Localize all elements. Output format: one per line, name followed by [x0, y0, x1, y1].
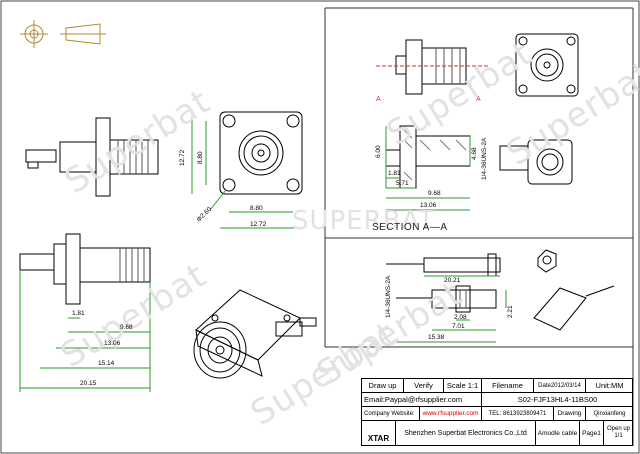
scale-cell: Scale 1:1 — [444, 379, 482, 392]
open-up-cell: Open up 1/1 — [604, 421, 633, 445]
dim-front-height-outer: 12.72 — [179, 149, 186, 166]
website-label-cell: Company Website: — [362, 407, 420, 420]
dim-front-width-inner: 8.80 — [250, 205, 263, 212]
side-view-bottom — [19, 233, 151, 392]
title-row-3: Company Website: www.rfsupplier.com TEL:… — [362, 407, 632, 421]
dim-sec-968: 9.68 — [428, 190, 441, 197]
dim-cbl-2021: 20.21 — [444, 277, 461, 284]
projection-symbol-icon — [20, 20, 106, 48]
drawing-cell: Drawing — [554, 407, 586, 420]
tel-cell: TEL: 8613923809471 — [482, 407, 554, 420]
verify-cell: Verify — [404, 379, 444, 392]
dim-sec-181: 1.81 — [388, 170, 401, 177]
page-cell: Page1 — [580, 421, 604, 445]
title-block: Draw up Verify Scale 1:1 Filename Date20… — [361, 378, 633, 446]
title-row-4: XTAR Shenzhen Superbat Electronics Co.,L… — [362, 421, 632, 445]
unit-cell: Unit:MM — [595, 381, 624, 390]
dim-sec-600: 6.00 — [375, 145, 382, 158]
company-logo: XTAR — [362, 421, 396, 445]
dim-front-width-outer: 12.72 — [250, 221, 267, 228]
dim-side-181: 1.81 — [72, 310, 85, 317]
dim-side-2015: 20.15 — [80, 380, 97, 387]
dim-sec-1306: 13.06 — [420, 202, 437, 209]
dim-sec-thread: 1/4-36UNS-2A — [481, 137, 488, 180]
dim-side-968: 9.68 — [120, 324, 133, 331]
dim-front-height-inner: 8.80 — [197, 151, 204, 164]
section-marker-left: A — [376, 96, 381, 103]
page-of-label: 1/1 — [614, 433, 623, 439]
section-marker-right: A — [476, 96, 481, 103]
mini-views — [376, 33, 579, 185]
cable-views — [386, 249, 615, 343]
front-view — [191, 111, 303, 229]
dim-cbl-208: 2.08 — [454, 314, 467, 321]
email-cell: Email:Paypal@rfsupplier.com — [362, 393, 482, 406]
date-cell: Date2012/03/14 — [534, 379, 586, 392]
part-number-cell: S02-FJF13HL4-11BS00 — [517, 395, 598, 404]
dim-side-1514: 15.14 — [98, 360, 115, 367]
dim-cbl-221: 2.21 — [507, 305, 514, 318]
section-label: SECTION A—A — [372, 222, 448, 233]
section-view — [385, 125, 471, 211]
cable-cell: Amodle cable — [536, 421, 580, 445]
dim-sec-571: 5.71 — [396, 180, 409, 187]
open-up-label: Open up — [606, 426, 631, 433]
title-row-1: Draw up Verify Scale 1:1 Filename Date20… — [362, 379, 632, 393]
dim-sec-468: 4.68 — [471, 147, 478, 160]
watermark: SUPERBAT — [292, 206, 436, 236]
drawer-cell: Qinxianfeng — [593, 410, 626, 417]
side-view-top — [25, 117, 159, 197]
title-row-2: Email:Paypal@rfsupplier.com S02-FJF13HL4… — [362, 393, 632, 407]
company-name-cell: Shenzhen Superbat Electronics Co.,Ltd — [396, 421, 536, 445]
dim-cbl-thread: 1/4-36UNS-2A — [385, 275, 392, 318]
dim-side-1306: 13.06 — [104, 340, 121, 347]
dim-cbl-701: 7.01 — [452, 323, 465, 330]
iso-view — [193, 289, 317, 379]
filename-cell: Filename — [482, 379, 534, 392]
dim-cbl-1538: 15.38 — [428, 334, 445, 341]
website-cell[interactable]: www.rfsupplier.com — [420, 407, 482, 420]
draw-up-cell: Draw up — [362, 379, 404, 392]
